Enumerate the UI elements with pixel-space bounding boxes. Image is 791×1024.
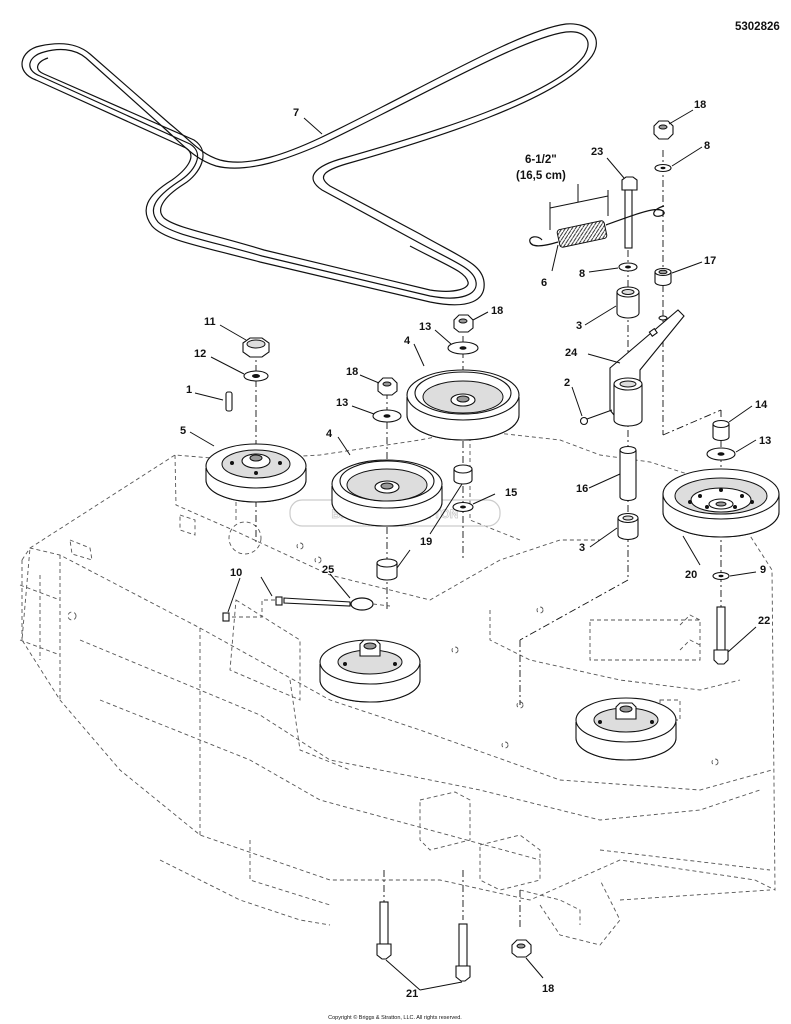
callout-25: 25 bbox=[322, 564, 334, 576]
callout-10: 10 bbox=[230, 567, 242, 579]
washer-15[interactable] bbox=[452, 501, 474, 513]
callout-13c: 13 bbox=[759, 435, 771, 447]
callout-labels: 7 11 12 1 5 18 13 4 4 13 18 15 19 10 25 … bbox=[180, 99, 771, 1000]
callout-3a: 3 bbox=[576, 320, 582, 332]
callout-23: 23 bbox=[591, 146, 603, 158]
callout-18b: 18 bbox=[346, 366, 358, 378]
spacer-17[interactable] bbox=[654, 267, 672, 287]
washer-8a[interactable] bbox=[654, 163, 672, 173]
deck-pulley-right bbox=[575, 697, 677, 761]
callout-16: 16 bbox=[576, 483, 588, 495]
callout-1: 1 bbox=[186, 384, 192, 396]
dimension-imperial: 6-1/2" bbox=[525, 154, 557, 166]
belt-7[interactable] bbox=[21, 23, 597, 306]
callout-7: 7 bbox=[293, 107, 299, 119]
pulley-5[interactable] bbox=[205, 443, 307, 503]
nut-18b[interactable] bbox=[377, 377, 398, 396]
pulley-4b[interactable] bbox=[406, 369, 520, 441]
callout-11: 11 bbox=[204, 316, 216, 328]
rod-25[interactable] bbox=[283, 597, 391, 611]
washer-13a[interactable] bbox=[447, 341, 479, 355]
dimension-line bbox=[549, 184, 609, 230]
idler-pulley-20[interactable] bbox=[662, 468, 780, 538]
washer-12[interactable] bbox=[243, 370, 269, 382]
callout-24: 24 bbox=[565, 347, 578, 359]
callout-2: 2 bbox=[564, 377, 570, 389]
spacer-14[interactable] bbox=[712, 419, 730, 442]
nut-18c[interactable] bbox=[653, 120, 674, 140]
spacer-19b[interactable] bbox=[453, 464, 473, 485]
bolt-22[interactable] bbox=[713, 606, 729, 665]
pulley-4a[interactable] bbox=[331, 459, 443, 527]
bolt-21a[interactable] bbox=[376, 901, 392, 960]
callout-19: 19 bbox=[420, 536, 432, 548]
hitch-pin-10[interactable] bbox=[222, 596, 283, 622]
spring-6[interactable] bbox=[529, 205, 665, 248]
nut-11[interactable] bbox=[242, 337, 270, 358]
bolt-21b[interactable] bbox=[455, 923, 471, 982]
bolt-23[interactable] bbox=[621, 176, 638, 249]
callout-18a: 18 bbox=[491, 305, 503, 317]
callout-18d: 18 bbox=[542, 983, 554, 995]
washer-13b[interactable] bbox=[372, 409, 402, 423]
callout-8a: 8 bbox=[704, 140, 710, 152]
callout-15: 15 bbox=[505, 487, 517, 499]
callout-8b: 8 bbox=[579, 268, 585, 280]
callout-4b: 4 bbox=[404, 335, 411, 347]
nut-18d[interactable] bbox=[511, 939, 532, 958]
callout-13b: 13 bbox=[336, 397, 348, 409]
key-1[interactable] bbox=[225, 391, 233, 412]
callout-14: 14 bbox=[755, 399, 768, 411]
washer-13c[interactable] bbox=[706, 447, 736, 461]
callout-12: 12 bbox=[194, 348, 206, 360]
grease-fitting-2[interactable] bbox=[579, 409, 613, 426]
callout-20: 20 bbox=[685, 569, 697, 581]
callout-5: 5 bbox=[180, 425, 186, 437]
idler-arm-24[interactable] bbox=[609, 309, 685, 427]
callout-21: 21 bbox=[406, 988, 418, 1000]
callout-18c: 18 bbox=[694, 99, 706, 111]
washer-9[interactable] bbox=[712, 571, 730, 581]
washer-8b[interactable] bbox=[618, 262, 638, 272]
deck-pulley-left bbox=[319, 639, 421, 703]
bushing-3b[interactable] bbox=[617, 512, 639, 541]
assembly-center-lines bbox=[255, 150, 722, 930]
callout-6: 6 bbox=[541, 277, 547, 289]
callout-3b: 3 bbox=[579, 542, 585, 554]
tube-16[interactable] bbox=[619, 445, 637, 502]
copyright-notice: Copyright © Briggs & Stratton, LLC. All … bbox=[328, 1014, 462, 1021]
nut-18a[interactable] bbox=[453, 314, 474, 333]
spacer-19a[interactable] bbox=[376, 558, 398, 581]
dimension-metric: (16,5 cm) bbox=[516, 170, 566, 182]
callout-4a: 4 bbox=[326, 428, 333, 440]
diagram-id: 5302826 bbox=[735, 21, 780, 33]
callout-22: 22 bbox=[758, 615, 770, 627]
callout-9: 9 bbox=[760, 564, 766, 576]
callout-13a: 13 bbox=[419, 321, 431, 333]
leader-lines bbox=[189, 109, 757, 991]
bushing-3a[interactable] bbox=[616, 286, 640, 319]
callout-17: 17 bbox=[704, 255, 716, 267]
